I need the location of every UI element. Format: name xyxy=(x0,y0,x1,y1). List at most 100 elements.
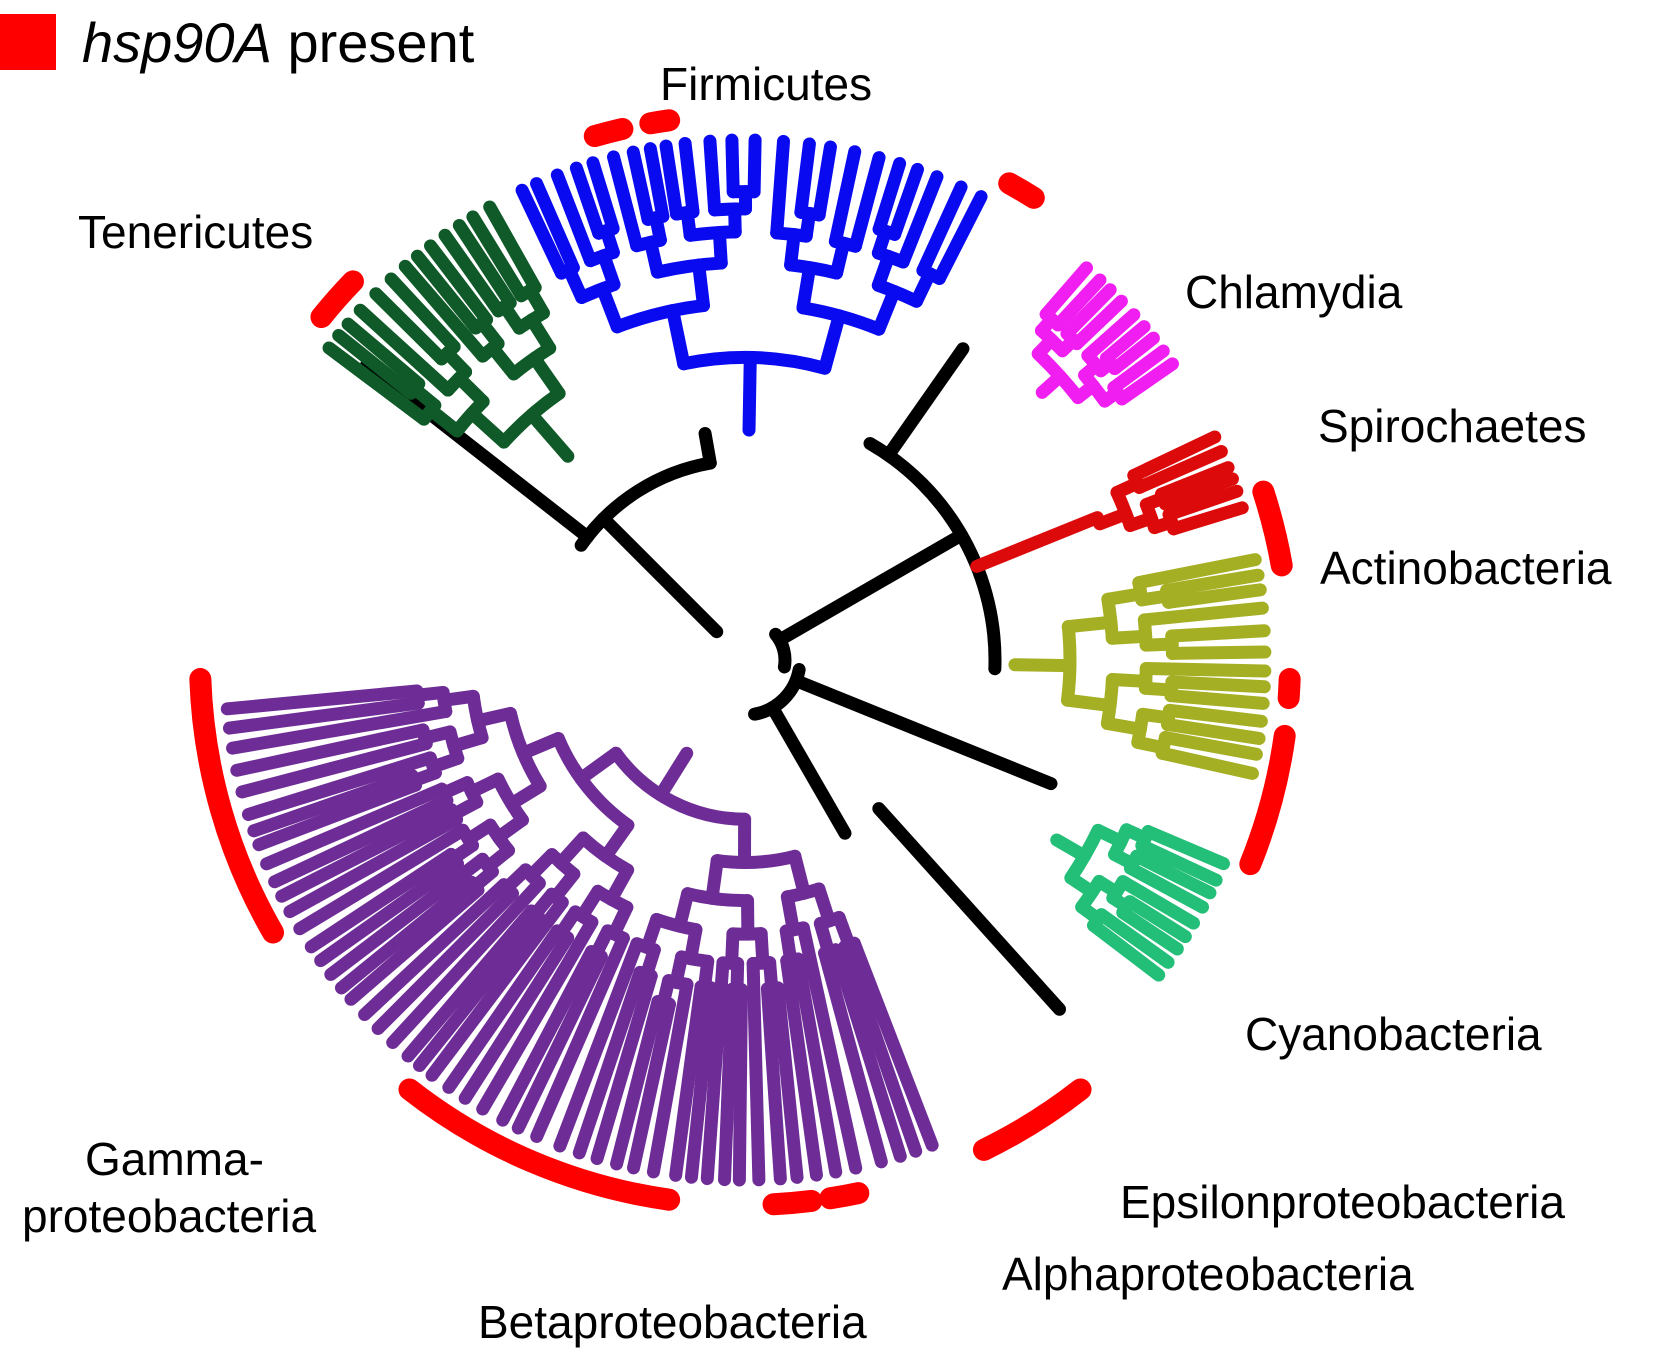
proteobacteria-branch-leaf xyxy=(358,878,511,1022)
tenericutes-branch-arc xyxy=(514,281,542,303)
chlamydia-branch-arc xyxy=(1107,381,1129,406)
chlamydia-branch-arc xyxy=(1031,347,1085,405)
cyanobacteria-branch-leaf xyxy=(1094,908,1175,969)
proteobacteria-branch-arc xyxy=(716,956,745,971)
proteobacteria-branch-arc xyxy=(780,882,826,904)
spirochaetes-branch-leaf xyxy=(1167,501,1249,536)
hsp90a-present-marker xyxy=(1239,724,1296,876)
hsp90a-present-marker xyxy=(998,172,1045,209)
firmicutes-branch-arc xyxy=(683,225,742,242)
chlamydia-branch-leaf xyxy=(1108,331,1160,376)
firmicutes-branch-leaf xyxy=(703,134,722,217)
firmicutes-branch-arc xyxy=(796,301,886,336)
tenericutes-branch-arc xyxy=(512,306,550,335)
proteobacteria-branch-arc xyxy=(675,950,715,968)
cyanobacteria-branch-arc xyxy=(1106,875,1130,905)
proteobacteria-branch-arc xyxy=(710,849,802,869)
label-gamma-line2: proteobacteria xyxy=(22,1190,316,1242)
proteobacteria-branch-arc xyxy=(444,803,464,826)
firmicutes-branch-arc xyxy=(872,222,902,241)
backbone-branch-proteobacteria xyxy=(766,701,852,840)
proteobacteria-branch-leaf xyxy=(791,952,843,1179)
firmicutes-branch-stem xyxy=(692,258,710,313)
actinobacteria-branch-leaf xyxy=(1164,689,1270,710)
actinobacteria-branch-leaf xyxy=(1139,661,1272,678)
cyanobacteria-branch-leaf xyxy=(1116,875,1201,930)
spirochaetes-branch-arc xyxy=(1127,468,1146,494)
hsp90a-present-marker xyxy=(762,1189,823,1216)
actinobacteria-branch-leaf xyxy=(1155,746,1259,780)
cyanobacteria-branch-leaf xyxy=(1087,918,1166,982)
proteobacteria-branch-arc xyxy=(410,684,425,710)
firmicutes-branch-leaf xyxy=(848,151,886,253)
proteobacteria-branch-arc xyxy=(519,863,546,890)
proteobacteria-branch-leaf xyxy=(796,921,863,1175)
proteobacteria-branch-arc xyxy=(491,772,529,827)
actinobacteria-branch-arc xyxy=(1101,592,1119,645)
chlamydia-branch-arc xyxy=(1099,351,1122,376)
proteobacteria-branch-leaf xyxy=(530,931,630,1143)
actinobacteria-branch-stem xyxy=(1061,693,1117,713)
actinobacteria-branch-leaf xyxy=(1162,703,1268,728)
tenericutes-branch-leaf xyxy=(322,341,431,426)
proteobacteria-branch-leaf xyxy=(241,751,437,821)
spirochaetes-branch-leaf xyxy=(1127,430,1222,482)
tenericutes-branch-leaf xyxy=(466,210,528,303)
proteobacteria-branch-leaf xyxy=(847,936,939,1152)
actinobacteria-branch-leaf xyxy=(1165,624,1271,643)
chlamydia-branch-leaf xyxy=(1115,357,1179,406)
firmicutes-branch-leaf xyxy=(828,145,862,248)
firmicutes-branch-stem xyxy=(596,282,624,334)
proteobacteria-branch-leaf xyxy=(780,954,823,1182)
spirochaetes-branch-leaf xyxy=(1132,445,1228,494)
cyanobacteria-branch-leaf xyxy=(1123,861,1210,914)
chlamydia-branch-arc xyxy=(1060,327,1084,351)
tenericutes-branch-arc xyxy=(435,340,461,366)
hsp90a-present-marker xyxy=(189,668,285,944)
firmicutes-branch-stem xyxy=(818,309,846,375)
tenericutes-branch-stem xyxy=(525,408,575,463)
actinobacteria-branch-stem xyxy=(1008,658,1077,673)
actinobacteria-branch-leaf xyxy=(1132,553,1262,590)
proteobacteria-branch-leaf xyxy=(230,723,430,777)
proteobacteria-branch-leaf xyxy=(771,981,804,1184)
proteobacteria-branch-arc xyxy=(435,782,454,808)
tenericutes-branch-arc xyxy=(476,337,505,363)
label-tenericutes: Tenericutes xyxy=(78,206,313,258)
tenericutes-branch-leaf xyxy=(369,287,449,366)
actinobacteria-branch-arc xyxy=(1132,576,1149,607)
firmicutes-branch-leaf xyxy=(569,161,606,240)
proteobacteria-branch-leaf xyxy=(646,977,694,1179)
proteobacteria-branch-arc xyxy=(460,776,484,809)
proteobacteria-branch-leaf xyxy=(401,904,538,1063)
chlamydia-branch-leaf xyxy=(1107,344,1170,395)
proteobacteria-branch-leaf xyxy=(669,980,708,1182)
actinobacteria-branch-leaf xyxy=(1161,717,1266,745)
proteobacteria-branch-leaf xyxy=(283,812,464,919)
proteobacteria-branch-leaf xyxy=(293,823,470,936)
firmicutes-branch-leaf xyxy=(794,137,816,219)
proteobacteria-branch-leaf xyxy=(458,931,575,1105)
firmicutes-branch-arc xyxy=(630,233,667,253)
firmicutes-branch-leaf xyxy=(872,157,907,236)
proteobacteria-branch-leaf xyxy=(684,981,718,1184)
firmicutes-branch-leaf xyxy=(643,142,670,223)
firmicutes-branch-arc xyxy=(677,351,832,375)
legend-gene-name: hsp90A xyxy=(82,11,272,74)
proteobacteria-branch-arc xyxy=(405,769,423,792)
label-actinobacteria: Actinobacteria xyxy=(1320,542,1612,594)
cyanobacteria-branch-arc xyxy=(1087,908,1108,932)
firmicutes-branch-arc xyxy=(650,256,728,279)
actinobacteria-branch-leaf xyxy=(1160,568,1265,597)
proteobacteria-branch-arc xyxy=(651,995,676,1011)
proteobacteria-branch-arc xyxy=(444,847,464,871)
actinobacteria-branch-arc xyxy=(1155,730,1172,760)
proteobacteria-branch-leaf xyxy=(222,696,425,735)
hsp90a-present-marker xyxy=(398,1078,681,1211)
proteobacteria-branch-arc xyxy=(503,706,547,793)
actinobacteria-branch-arc xyxy=(1137,613,1153,652)
firmicutes-branch-leaf xyxy=(626,145,655,226)
proteobacteria-branch-leaf xyxy=(829,943,907,1163)
proteobacteria-branch-arc xyxy=(591,884,634,914)
